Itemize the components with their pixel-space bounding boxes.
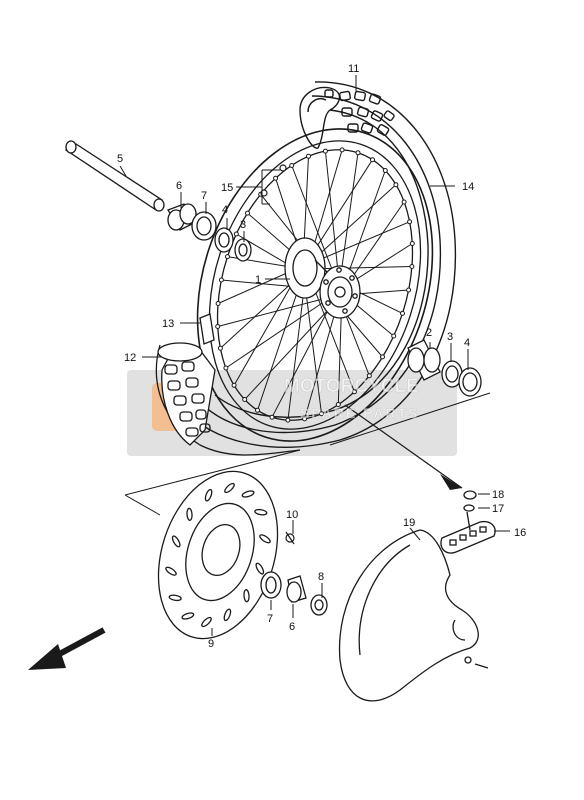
callout-2: 2 bbox=[426, 327, 432, 339]
callout-15: 15 bbox=[221, 182, 233, 194]
spoke-nipple bbox=[273, 175, 279, 181]
spoke bbox=[244, 294, 343, 400]
disc-slot bbox=[171, 535, 181, 548]
callout-3: 3 bbox=[240, 219, 246, 231]
disc-slot bbox=[259, 534, 271, 544]
watermark-line-1: MOTORCYCLE bbox=[284, 376, 419, 397]
spoke-nipple bbox=[319, 411, 324, 417]
spoke-nipple bbox=[218, 277, 224, 283]
disc-slot bbox=[223, 608, 232, 622]
disc-slot bbox=[243, 589, 250, 603]
spoke-nipple bbox=[400, 310, 405, 316]
tire bbox=[184, 81, 457, 448]
callout-17: 17 bbox=[492, 503, 504, 515]
spoke-nipple bbox=[233, 231, 239, 237]
spoke-nipple bbox=[355, 150, 361, 156]
callout-14: 14 bbox=[462, 181, 474, 193]
spoke-nipple bbox=[351, 389, 357, 395]
axle bbox=[64, 140, 165, 212]
callout-16: 16 bbox=[514, 527, 526, 539]
spoke-nipple bbox=[223, 365, 229, 371]
callout-3b: 3 bbox=[447, 331, 453, 343]
disc-guard bbox=[338, 529, 489, 702]
spoke-nipple bbox=[401, 199, 407, 205]
spoke-nipple bbox=[407, 219, 413, 225]
watermark-overlay: MOTORCYCLE SPARE PARTS bbox=[284, 376, 420, 422]
spoke-nipple bbox=[322, 148, 328, 154]
tire-tread-top bbox=[299, 86, 395, 149]
callout-8: 8 bbox=[318, 571, 324, 583]
spoke-nipple bbox=[215, 301, 221, 306]
right-hub-parts bbox=[407, 339, 482, 397]
callouts: 11 5 6 7 4 3 15 1 14 13 12 2 3 4 18 17 1… bbox=[117, 63, 526, 650]
disc-slot bbox=[181, 612, 195, 620]
guide-lines bbox=[124, 392, 491, 516]
spoke-nipple bbox=[231, 382, 237, 388]
callout-7b: 7 bbox=[267, 613, 273, 625]
callout-19: 19 bbox=[403, 517, 415, 529]
spoke bbox=[217, 294, 339, 327]
front-arrow-icon bbox=[28, 627, 106, 670]
callout-4: 4 bbox=[222, 204, 228, 216]
disc-slot bbox=[186, 507, 193, 521]
callout-6b: 6 bbox=[289, 621, 295, 633]
disc-slot bbox=[168, 594, 182, 602]
spoke-nipple bbox=[225, 254, 230, 260]
left-disc-parts bbox=[260, 571, 328, 616]
spoke-nipple bbox=[306, 153, 311, 159]
spoke-nipple bbox=[215, 324, 221, 329]
callout-11: 11 bbox=[348, 63, 359, 75]
spoke-nipple bbox=[409, 241, 415, 246]
spoke-nipple bbox=[339, 147, 345, 153]
hub bbox=[284, 237, 361, 319]
spoke-nipple bbox=[366, 373, 372, 379]
spoke-nipple bbox=[393, 182, 399, 188]
callout-9: 9 bbox=[208, 638, 214, 650]
spoke-nipple bbox=[269, 414, 275, 420]
disc-slot bbox=[204, 488, 213, 502]
spoke-nipple bbox=[285, 417, 291, 423]
disc-slot bbox=[224, 482, 235, 494]
spoke-nipple bbox=[391, 333, 397, 339]
disc-slot bbox=[165, 566, 177, 576]
left-hub-parts bbox=[167, 203, 252, 262]
disc-holes bbox=[165, 482, 271, 628]
disc-slot bbox=[255, 562, 265, 575]
spoke-nipple bbox=[409, 264, 415, 269]
disc-bolt bbox=[285, 531, 295, 545]
spoke-nipple bbox=[245, 210, 250, 216]
callout-18: 18 bbox=[492, 489, 504, 501]
valve-leader bbox=[344, 404, 463, 490]
callout-10: 10 bbox=[286, 509, 298, 521]
spoke-nipple bbox=[217, 345, 223, 351]
disc-slot bbox=[241, 490, 255, 498]
spoke-nipple bbox=[380, 354, 385, 360]
spoke-nipple bbox=[370, 157, 375, 163]
callout-7: 7 bbox=[201, 190, 207, 202]
callout-1: 1 bbox=[255, 274, 261, 286]
disc-slot bbox=[201, 616, 212, 628]
tire-section-left bbox=[155, 313, 301, 456]
rim-lock bbox=[440, 490, 496, 554]
callout-12: 12 bbox=[124, 352, 136, 364]
spoke bbox=[225, 290, 341, 369]
disc-slot bbox=[254, 508, 268, 516]
callout-5: 5 bbox=[117, 153, 123, 165]
spoke-nipple bbox=[255, 407, 260, 413]
spoke-nipple bbox=[382, 168, 388, 173]
spoke-nipple bbox=[406, 287, 412, 293]
leader-lines bbox=[119, 75, 510, 636]
callout-13: 13 bbox=[162, 318, 174, 330]
spoke-nipple bbox=[242, 397, 248, 402]
spoke-nipple bbox=[335, 402, 341, 407]
callout-4b: 4 bbox=[464, 337, 470, 349]
spoke-nipple bbox=[302, 416, 308, 422]
callout-6: 6 bbox=[176, 180, 182, 192]
watermark-line-2: SPARE PARTS bbox=[300, 405, 420, 421]
spoke-nipple bbox=[289, 163, 295, 168]
